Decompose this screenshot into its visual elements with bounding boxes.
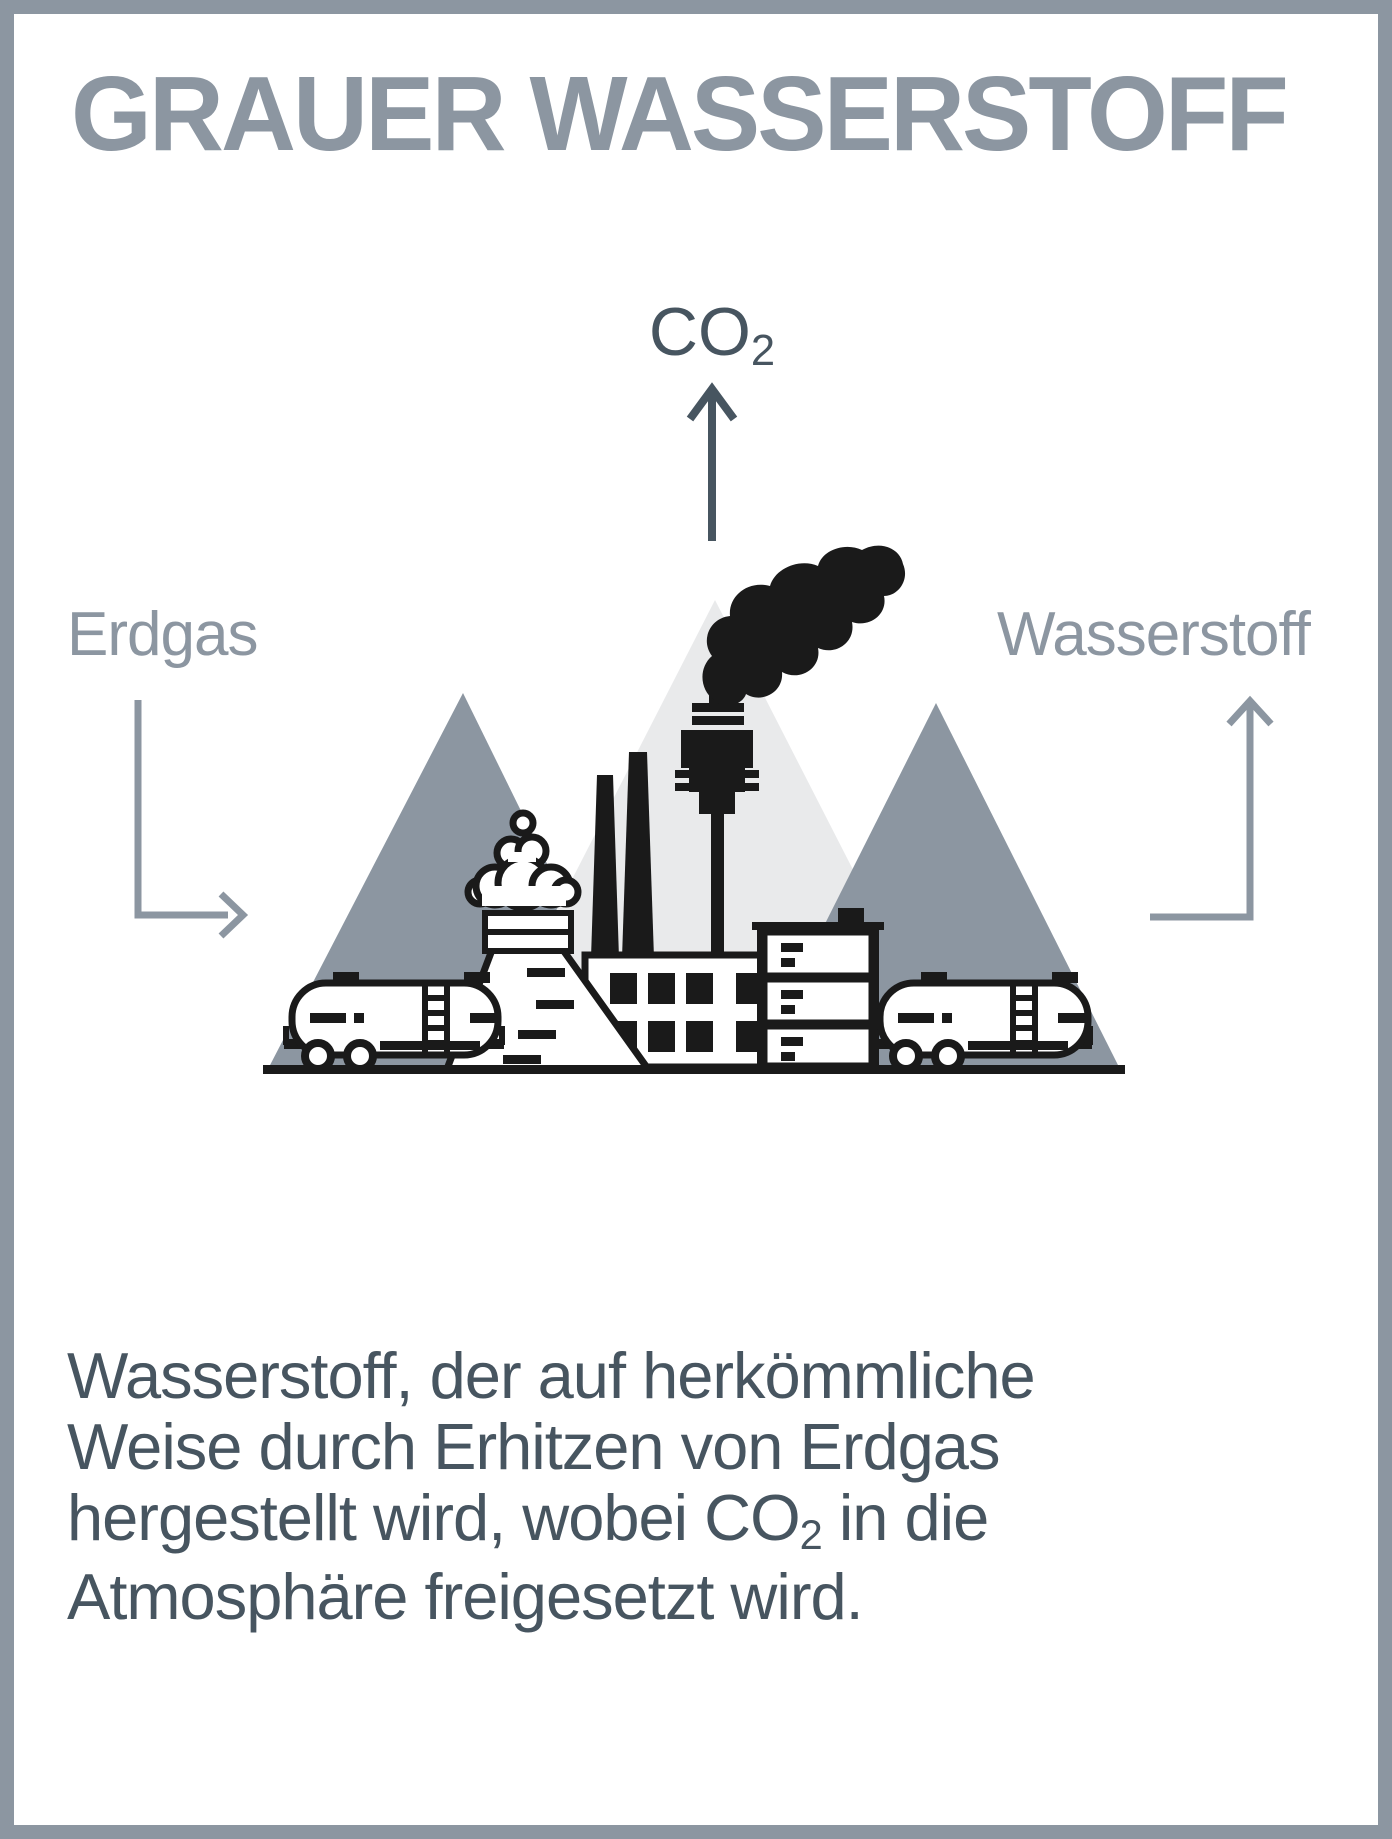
tanker-car-left: [283, 972, 505, 1073]
co2-up-arrow: [686, 382, 738, 541]
wasserstoff-flow-arrow: [1150, 695, 1274, 921]
co2-output-label: CO2: [649, 298, 775, 375]
description-line-3: hergestellt wird, wobei CO2 in die: [67, 1481, 989, 1559]
smoke-plume: [702, 545, 906, 706]
description-line-1: Wasserstoff, der auf herkömmliche: [67, 1339, 1036, 1412]
steam-cloud: [464, 809, 582, 912]
erdgas-flow-arrow: [134, 700, 249, 939]
ground-line: [263, 1065, 1125, 1074]
co2-label-base: CO: [648, 294, 751, 370]
page-title: GRAUER WASSERSTOFF: [71, 55, 1289, 173]
tanker-car-right: [871, 972, 1093, 1073]
co2-label-subscript: 2: [750, 326, 776, 375]
wasserstoff-output-label: Wasserstoff: [997, 600, 1311, 669]
chimneys: [591, 752, 654, 958]
description-line-2: Weise durch Erhitzen von Erdgas: [67, 1410, 1000, 1483]
erdgas-input-label: Erdgas: [67, 600, 258, 669]
description-text: Wasserstoff, der auf herkömmliche Weise …: [67, 1340, 1307, 1632]
factory-building: [581, 951, 789, 1071]
description-co2-subscript: 2: [799, 1511, 823, 1559]
description-line-4: Atmosphäre freigesetzt wird.: [67, 1560, 864, 1633]
storage-tanks: [752, 908, 884, 1070]
